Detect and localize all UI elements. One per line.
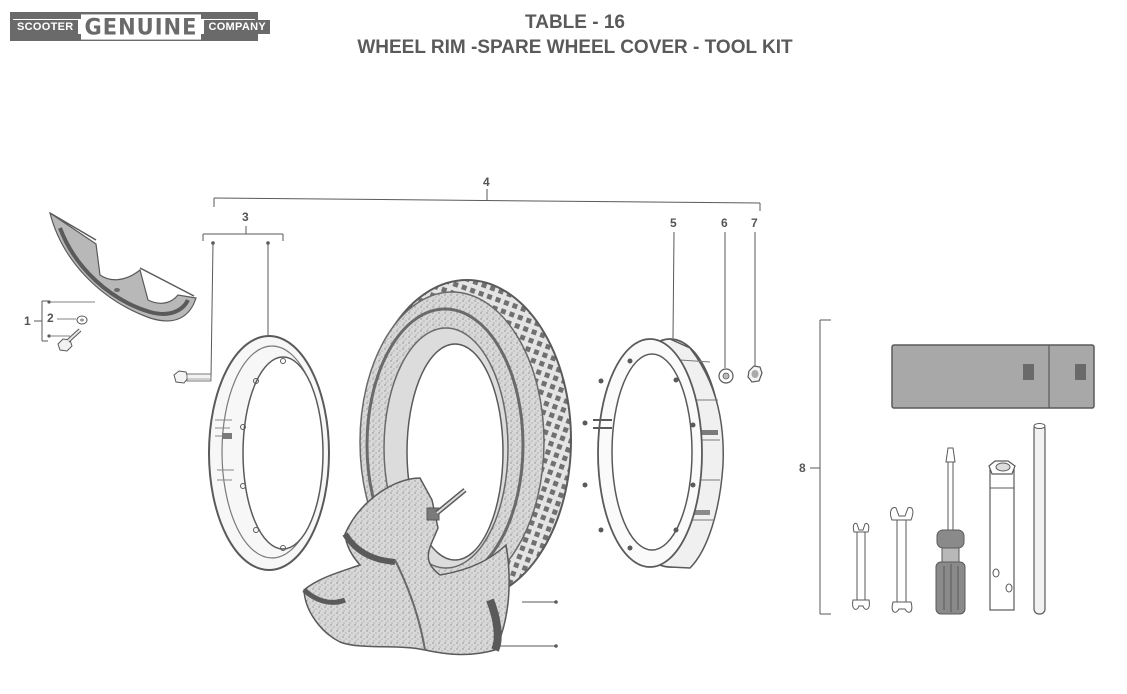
screwdriver (935, 447, 966, 615)
inner-rim-half (208, 335, 330, 571)
callout-1: 1 (24, 314, 31, 328)
large-spanner (890, 507, 914, 613)
callout-2: 2 (47, 311, 54, 325)
spare-wheel-cover (49, 211, 197, 322)
callout-8-bracket (810, 319, 831, 615)
callout-7: 7 (751, 216, 758, 230)
callout-3: 3 (242, 210, 249, 224)
inner-tube (302, 477, 510, 656)
tommy-bar (1033, 423, 1046, 615)
washer (718, 368, 734, 384)
rim-bolt (173, 370, 212, 384)
callout-4-bracket (213, 189, 761, 211)
callout-6: 6 (721, 216, 728, 230)
logo-company: COMPANY (204, 19, 270, 34)
small-spanner (852, 522, 870, 610)
callout-5: 5 (670, 216, 677, 230)
box-spanner (988, 460, 1016, 611)
tool-bag (891, 344, 1095, 409)
callout-3-bracket (202, 226, 284, 378)
tyre-tube-leaders (492, 600, 558, 648)
page-title: TABLE - 16 WHEEL RIM -SPARE WHEEL COVER … (330, 11, 820, 61)
outer-rim-half (582, 338, 724, 569)
callout-8: 8 (799, 461, 806, 475)
logo-scooter: SCOOTER (13, 19, 78, 34)
nut (747, 365, 763, 383)
logo-genuine: GENUINE (80, 13, 202, 40)
callout-5-leader (672, 231, 675, 339)
table-number: TABLE - 16 (525, 12, 625, 33)
washer-and-bolt (57, 315, 88, 352)
callout-1-bracket (34, 300, 95, 342)
brand-logo: SCOOTER GENUINE COMPANY (10, 12, 270, 41)
table-subtitle: WHEEL RIM -SPARE WHEEL COVER - TOOL KIT (357, 37, 793, 58)
callout-4: 4 (483, 175, 490, 189)
